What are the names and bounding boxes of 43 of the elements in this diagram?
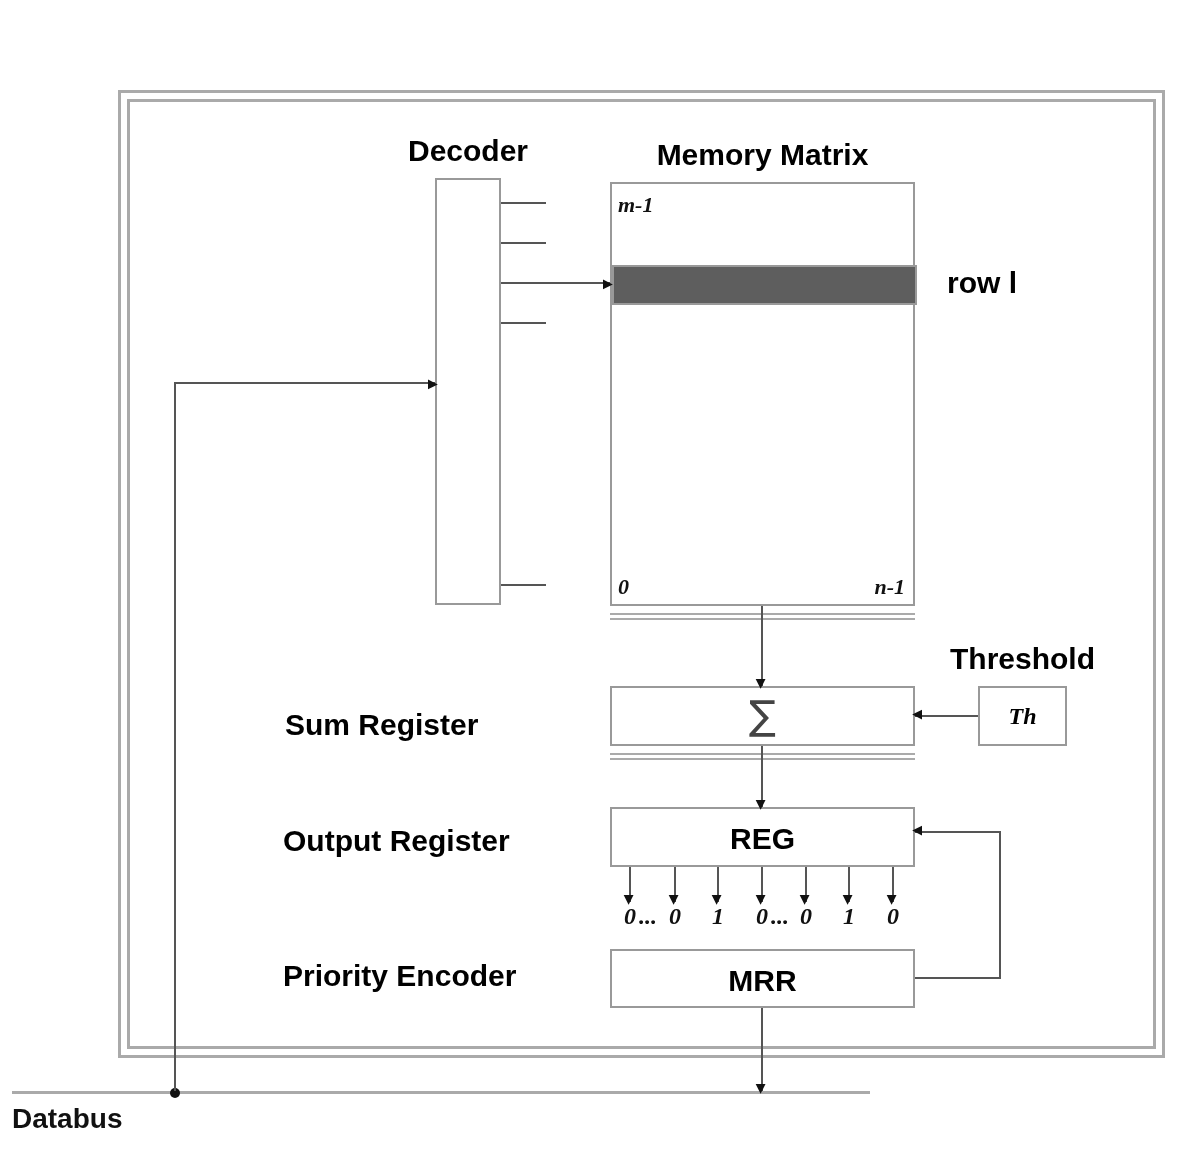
connector-arrow	[623, 866, 634, 905]
connector-arrow	[886, 866, 897, 905]
block-heading: Threshold	[950, 642, 1095, 676]
connector-arrow	[842, 866, 853, 905]
connector-arrow	[799, 866, 810, 905]
block-heading: Memory Matrix	[656, 138, 869, 172]
block-heading: Decoder	[408, 134, 528, 168]
register-label: REG	[729, 822, 796, 857]
register-label: MRR	[727, 963, 798, 998]
connector-arrow	[912, 709, 979, 720]
bit-value: 1	[840, 902, 858, 930]
bit-value: 0	[797, 902, 815, 930]
threshold-symbol: Th	[1007, 702, 1038, 730]
ellipsis: ...	[639, 902, 657, 930]
connector-arrow	[755, 1007, 766, 1094]
block-caption: Sum Register	[285, 708, 479, 742]
sum-register-box	[610, 686, 915, 746]
bit-value: 0	[666, 902, 684, 930]
block-caption: Priority Encoder	[283, 959, 517, 993]
bit-value: 1	[709, 902, 727, 930]
block-caption: Output Register	[283, 824, 510, 858]
priority-encoder-box	[610, 949, 915, 1008]
chip-frame	[118, 90, 1165, 1058]
connector-arrow	[755, 745, 766, 810]
row-label: row l	[947, 266, 1017, 300]
connector-arrow	[912, 825, 1001, 979]
connector-arrow	[755, 866, 766, 905]
bit-value: 0	[753, 902, 771, 930]
bit-value: 0	[884, 902, 902, 930]
ellipsis: ...	[771, 902, 789, 930]
column-index: n-1	[874, 574, 905, 600]
connector-arrow	[174, 379, 438, 1092]
connector-arrow	[755, 605, 766, 689]
output-register-box	[610, 807, 915, 867]
databus-label: Databus	[12, 1103, 123, 1135]
row-index: m-1	[618, 192, 654, 218]
selected-row-bar	[612, 265, 917, 305]
connector-arrow	[668, 866, 679, 905]
connector-arrow	[711, 866, 722, 905]
row-index: 0	[618, 574, 629, 600]
connector-arrow	[500, 279, 613, 290]
sum-symbol: ∑	[748, 692, 777, 739]
bit-value: 0	[621, 902, 639, 930]
